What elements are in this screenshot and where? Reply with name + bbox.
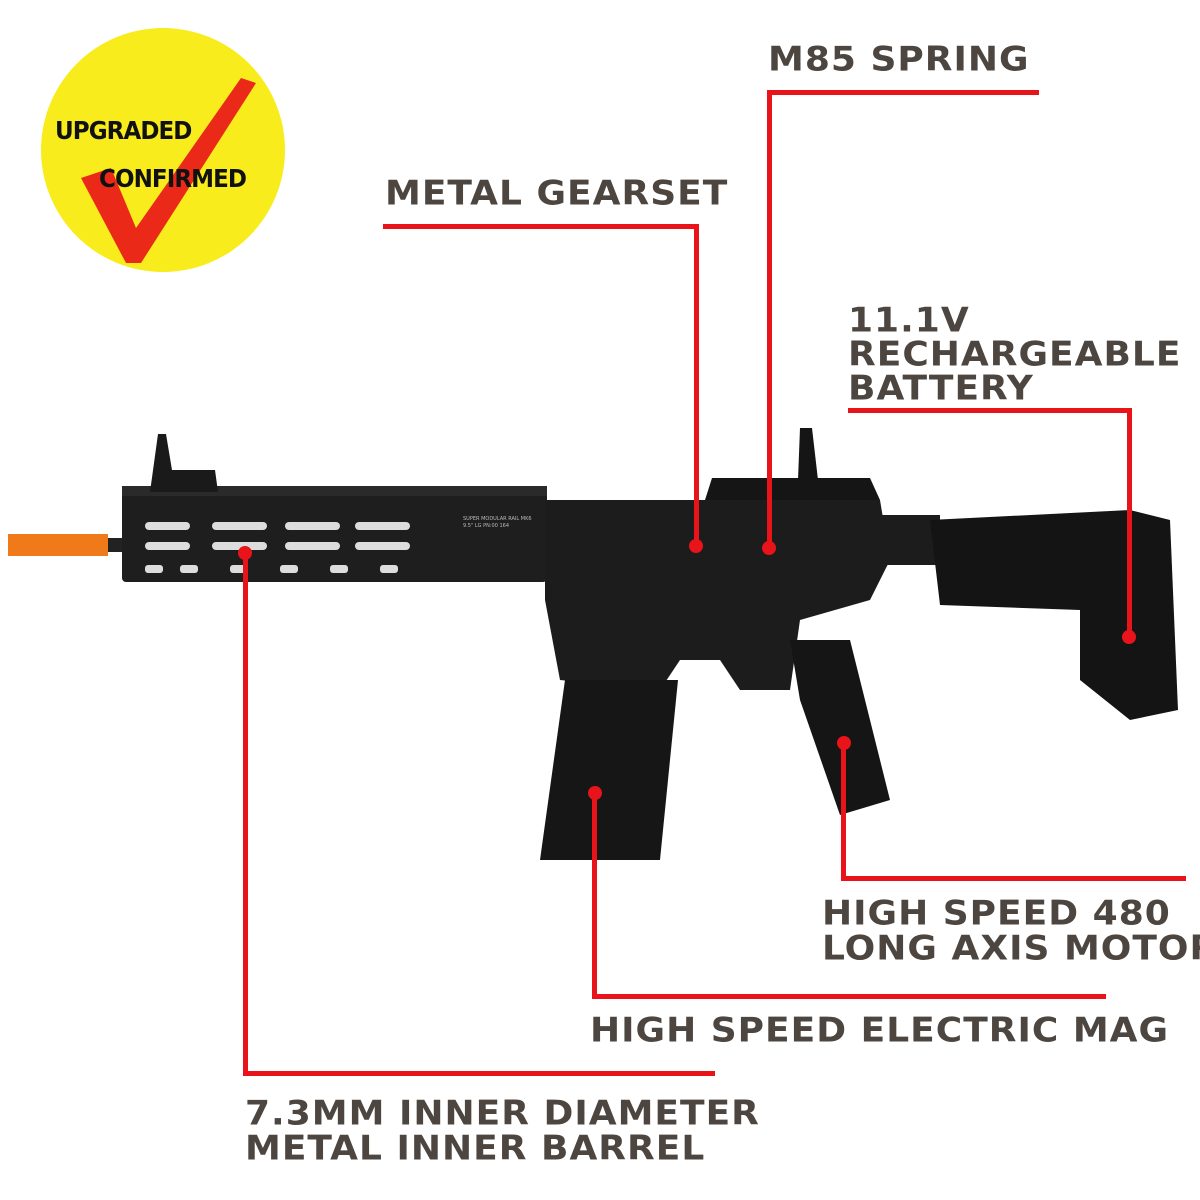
- handguard: [122, 492, 547, 582]
- badge-line1: UPGRADED: [55, 116, 192, 145]
- badge-line2: CONFIRMED: [99, 164, 247, 193]
- front-sight: [150, 434, 218, 492]
- gearset-marker: [689, 539, 703, 553]
- callout-battery-3: BATTERY: [848, 369, 1034, 408]
- spring-marker: [762, 541, 776, 555]
- rear-sight: [705, 478, 880, 500]
- pistol-grip: [790, 640, 890, 815]
- receiver: [545, 500, 890, 690]
- checkmark-icon: [81, 78, 256, 263]
- battery-marker: [1122, 630, 1136, 644]
- rail-marking-line1: SUPER MODULAR RAIL MK6: [463, 516, 532, 522]
- callout-motor-2: LONG AXIS MOTOR: [822, 929, 1200, 968]
- callout-mag: HIGH SPEED ELECTRIC MAG: [590, 1011, 1170, 1050]
- callout-battery-2: RECHARGEABLE: [848, 335, 1182, 374]
- callout-barrel-2: METAL INNER BARREL: [245, 1129, 706, 1168]
- flash-hider: [8, 534, 108, 556]
- callout-motor-1: HIGH SPEED 480: [822, 894, 1171, 933]
- callout-spring: M85 SPRING: [768, 40, 1030, 79]
- callout-barrel-1: 7.3MM INNER DIAMETER: [245, 1094, 760, 1133]
- callout-battery-1: 11.1V: [848, 301, 970, 340]
- callout-gearset: METAL GEARSET: [385, 174, 729, 213]
- rail-marking: SUPER MODULAR RAIL MK6 9.5" LG PN:00 164: [463, 516, 532, 530]
- stock-brace: [930, 510, 1178, 720]
- magazine: [540, 680, 678, 860]
- upgraded-badge: UPGRADED CONFIRMED: [41, 28, 285, 272]
- rail-marking-line2: 9.5" LG PN:00 164: [463, 523, 510, 529]
